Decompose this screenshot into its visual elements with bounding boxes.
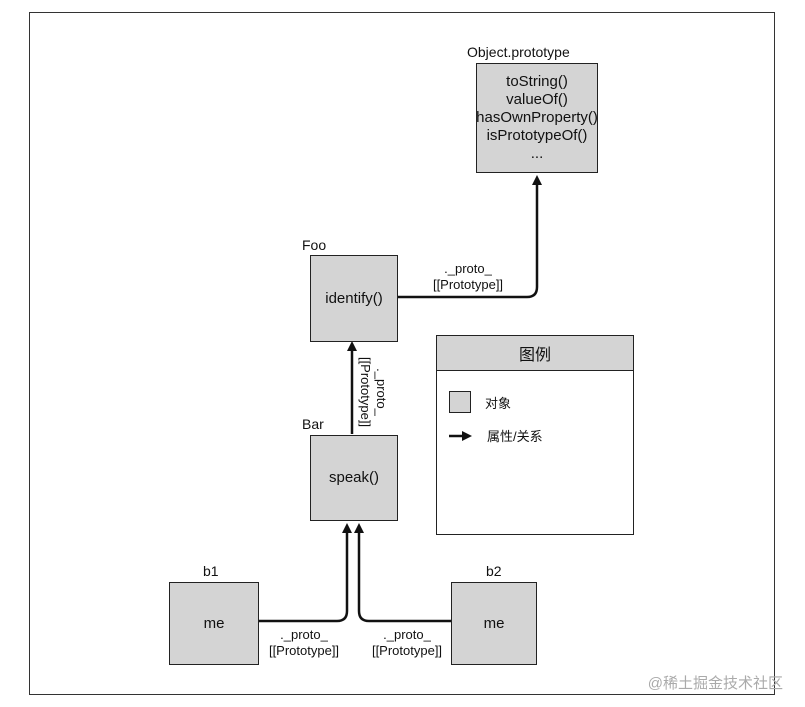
foo-box: identify() <box>310 255 398 342</box>
proto-label-line2: [[Prototype]] <box>268 643 340 658</box>
edge-b2-to-bar <box>354 523 451 623</box>
proto-label-line1: ._proto_ <box>383 627 431 642</box>
object-prototype-method: valueOf() <box>506 91 568 108</box>
proto-label-line2: [[Prototype]] <box>432 277 504 292</box>
b2-proto-label: ._proto_ [[Prototype]] <box>352 627 462 659</box>
legend-relation-label: 属性/关系 <box>487 429 543 444</box>
proto-label-line1: ._proto_ <box>280 627 328 642</box>
legend-relation-row: 属性/关系 <box>449 426 543 445</box>
b1-title: b1 <box>203 563 219 579</box>
proto-label-line2: [[Prototype]] <box>358 356 373 428</box>
legend-title: 图例 <box>437 336 633 371</box>
b1-proto-label: ._proto_ [[Prototype]] <box>249 627 359 659</box>
proto-label-line2: [[Prototype]] <box>371 643 443 658</box>
bar-method: speak() <box>328 469 380 486</box>
watermark: @稀土掘金技术社区 <box>647 675 783 692</box>
object-prototype-box: toString()valueOf()hasOwnProperty()isPro… <box>476 63 598 173</box>
b1-box: me <box>169 582 259 665</box>
object-prototype-method: ... <box>530 145 544 162</box>
object-prototype-method: hasOwnProperty() <box>476 109 598 126</box>
object-prototype-method: isPrototypeOf() <box>486 127 588 144</box>
b1-method: me <box>203 614 225 632</box>
legend-object-row: 对象 <box>449 391 511 413</box>
foo-title: Foo <box>302 237 327 253</box>
bar-box: speak() <box>310 435 398 521</box>
edge-b1-to-bar <box>259 523 352 623</box>
proto-label-line1: ._proto_ <box>444 261 492 276</box>
object-swatch-icon <box>449 391 471 413</box>
legend-object-label: 对象 <box>485 395 512 411</box>
b2-method: me <box>483 614 505 632</box>
bar-proto-label: ._proto_ [[Prototype]] <box>353 337 389 447</box>
foo-proto-label: ._proto_ [[Prototype]] <box>413 261 523 293</box>
b2-title: b2 <box>486 563 502 579</box>
proto-label-line1: ._proto_ <box>374 368 389 416</box>
edge-foo-to-object <box>397 175 542 299</box>
object-prototype-methods: toString()valueOf()hasOwnProperty()isPro… <box>476 73 598 163</box>
b2-box: me <box>451 582 537 665</box>
bar-title: Bar <box>302 416 324 432</box>
object-prototype-method: toString() <box>506 73 568 90</box>
diagram-frame <box>29 12 775 695</box>
arrow-right-icon <box>449 430 472 441</box>
object-prototype-title: Object.prototype <box>467 44 570 60</box>
legend: 图例 对象 属性/关系 <box>436 335 634 535</box>
foo-method: identify() <box>325 289 383 307</box>
